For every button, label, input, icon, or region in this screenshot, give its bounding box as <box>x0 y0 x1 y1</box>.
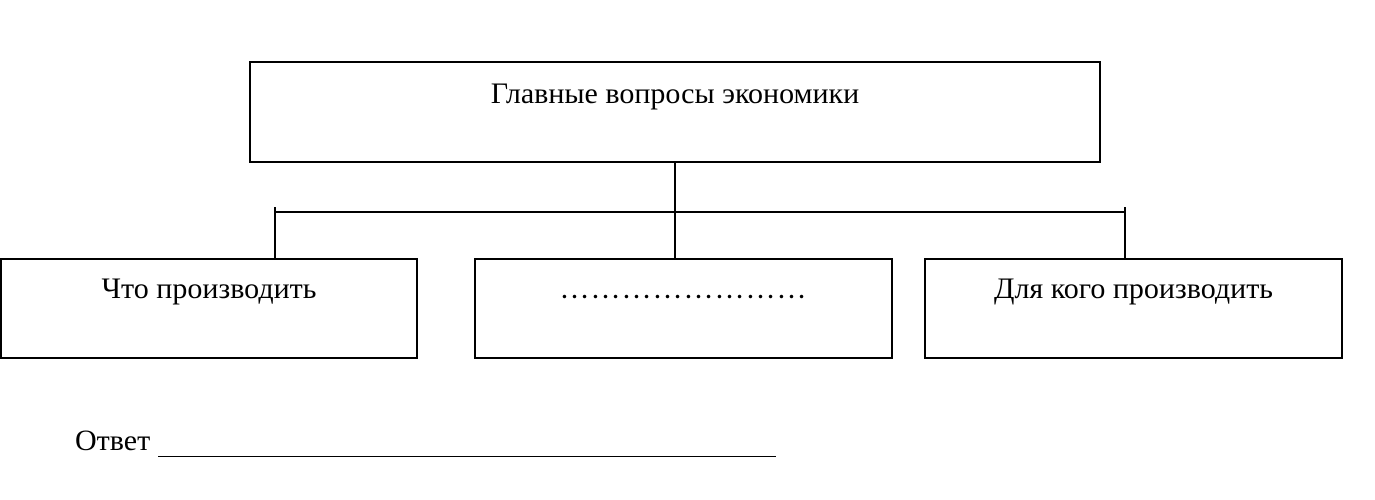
child-box-what: Что производить <box>0 258 418 359</box>
child-label-what: Что производить <box>101 272 317 305</box>
connector-horizontal-bar <box>274 211 1126 213</box>
connector-right-drop <box>1124 207 1126 259</box>
root-box: Главные вопросы экономики <box>249 61 1101 163</box>
answer-label: Ответ <box>75 424 151 457</box>
connector-left-drop <box>274 207 276 259</box>
connector-root-trunk <box>674 163 676 212</box>
answer-line[interactable] <box>158 456 776 457</box>
child-label-blank: …………………… <box>559 272 808 305</box>
child-box-blank: …………………… <box>474 258 893 359</box>
root-label: Главные вопросы экономики <box>490 77 860 110</box>
connector-middle-drop <box>674 212 676 259</box>
child-label-for-whom: Для кого производить <box>993 272 1273 305</box>
child-box-for-whom: Для кого производить <box>924 258 1343 359</box>
